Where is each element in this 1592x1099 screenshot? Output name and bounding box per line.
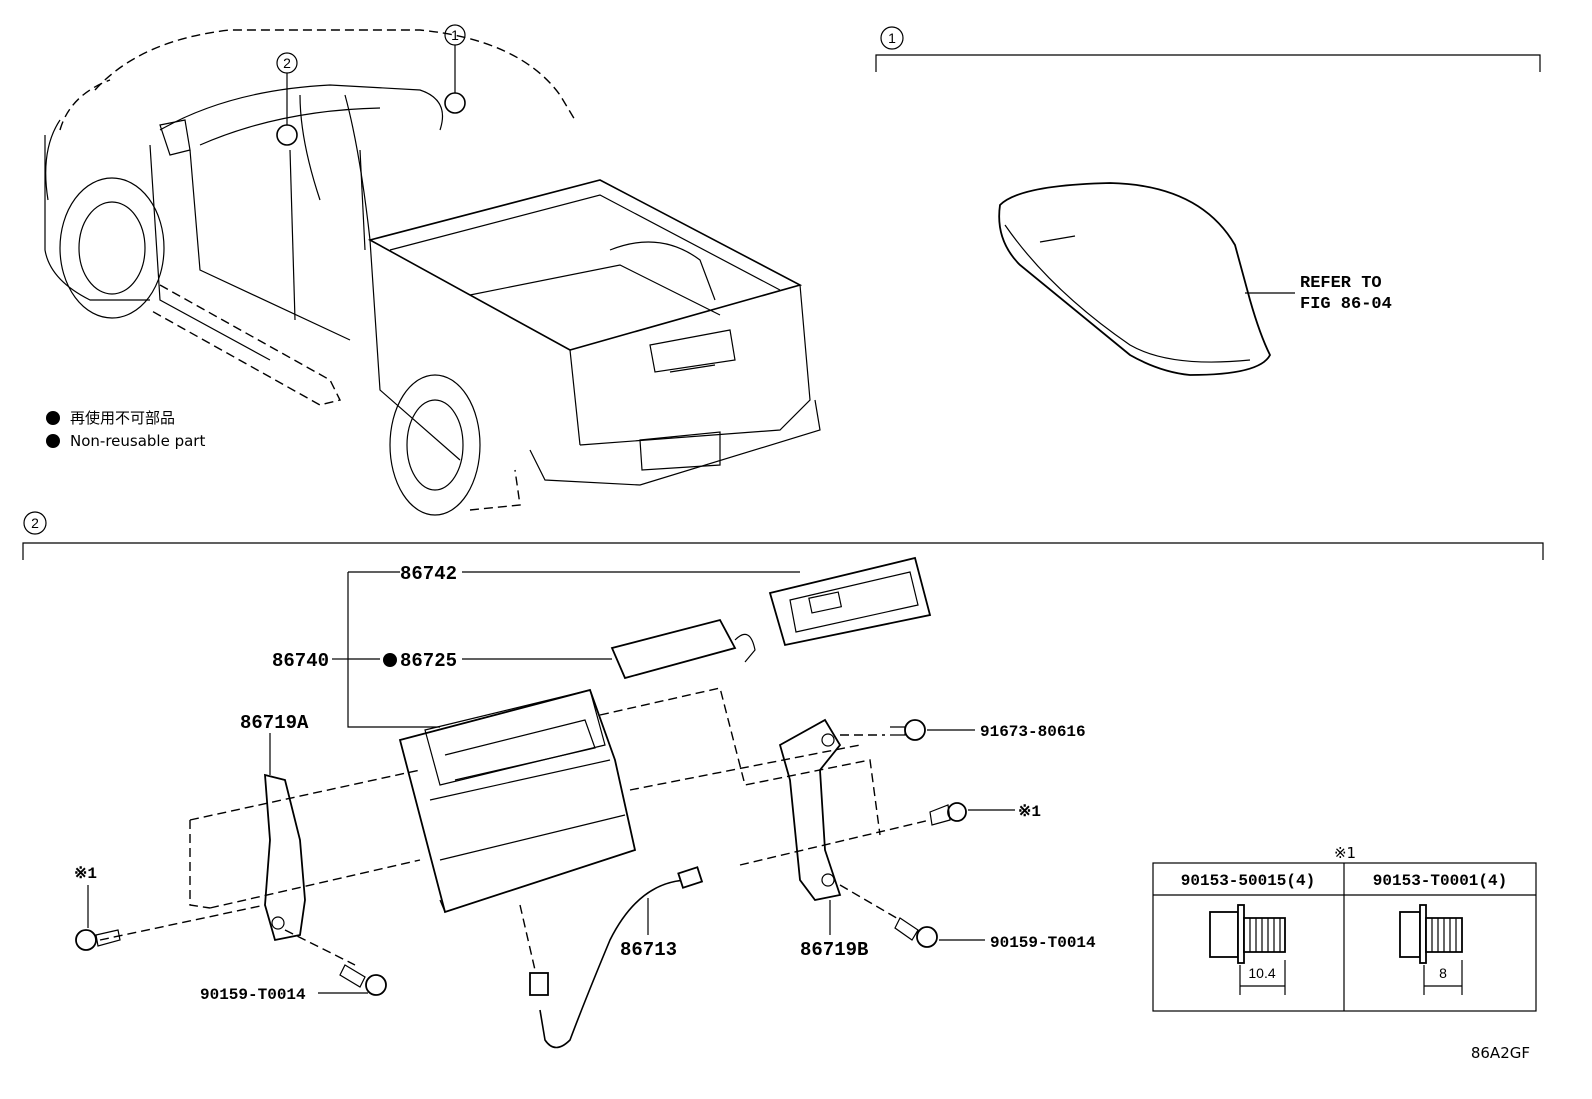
section-2-bracket [22, 542, 1544, 560]
label-86742: 86742 [400, 563, 457, 585]
bolt-star1-right [929, 802, 967, 826]
legend-text-jp: 再使用不可部品 [70, 409, 175, 427]
label-star1-right: ※1 [1018, 803, 1041, 821]
bolt-spec-table: ※1 90153-50015(4) 90153-T0001(4) 10.4 8 [1152, 844, 1537, 1012]
label-90159-T0014-right: 90159-T0014 [990, 934, 1096, 952]
bolt-table-title: ※1 [1334, 844, 1356, 862]
callout-circle-1 [444, 24, 466, 46]
section-1: 1 REFER TO FIG 86-04 [875, 26, 1541, 376]
bolt-table-col2: 90153-T0001(4) [1373, 872, 1507, 890]
bolt-T0001-drawing [1399, 904, 1463, 964]
location-marker-1 [444, 92, 466, 114]
harness-connector [677, 866, 704, 889]
part-86725-pad [610, 618, 737, 680]
section-1-bracket [875, 54, 1541, 72]
label-86719B: 86719B [800, 939, 868, 961]
label-86719A: 86719A [240, 712, 309, 734]
callout-label-2: 2 [283, 55, 291, 71]
antenna-cover [998, 182, 1272, 376]
section-2-number: 2 [31, 515, 39, 531]
label-86725: 86725 [400, 650, 457, 672]
part-86719B-bracket [778, 718, 842, 901]
legend-dot-jp [46, 411, 60, 425]
screw-90159-right [894, 917, 938, 948]
section-2: 2 86742 86740 86725 86713 [22, 511, 1544, 1049]
bolt-91673-80616 [890, 719, 926, 741]
part-86742-module [768, 556, 932, 647]
refer-fig-text: FIG 86-04 [1300, 295, 1392, 314]
screw-90159-left [339, 964, 387, 996]
legend-text-en: Non-reusable part [70, 432, 205, 450]
bolt-star1-left [75, 929, 121, 951]
bolt-50015-drawing [1209, 904, 1286, 964]
label-86713: 86713 [620, 939, 677, 961]
legend-dot-en [46, 434, 60, 448]
callout-label-1: 1 [451, 27, 459, 43]
refer-to-text: REFER TO [1300, 274, 1382, 293]
label-91673-80616: 91673-80616 [980, 723, 1086, 741]
label-90159-T0014-left: 90159-T0014 [200, 986, 306, 1004]
harness-plug [529, 972, 549, 996]
section-2-circle [23, 511, 47, 535]
part-86740-unit [398, 688, 637, 914]
part-86719A-bracket [264, 773, 306, 942]
pickup-truck-illustration: 2 1 [44, 24, 821, 516]
bolt-dim-1: 10.4 [1248, 965, 1275, 981]
section-1-number: 1 [888, 30, 896, 46]
label-86740: 86740 [272, 650, 329, 672]
label-star1-left: ※1 [74, 865, 97, 883]
figure-code: 86A2GF [1471, 1044, 1530, 1062]
location-marker-2 [276, 124, 298, 146]
non-reusable-dot-86725 [383, 653, 397, 667]
legend: 再使用不可部品 Non-reusable part [46, 409, 205, 450]
section-1-circle [880, 26, 904, 50]
callout-circle-2 [276, 52, 298, 74]
bolt-dim-2: 8 [1439, 965, 1447, 981]
bolt-table-col1: 90153-50015(4) [1181, 872, 1315, 890]
